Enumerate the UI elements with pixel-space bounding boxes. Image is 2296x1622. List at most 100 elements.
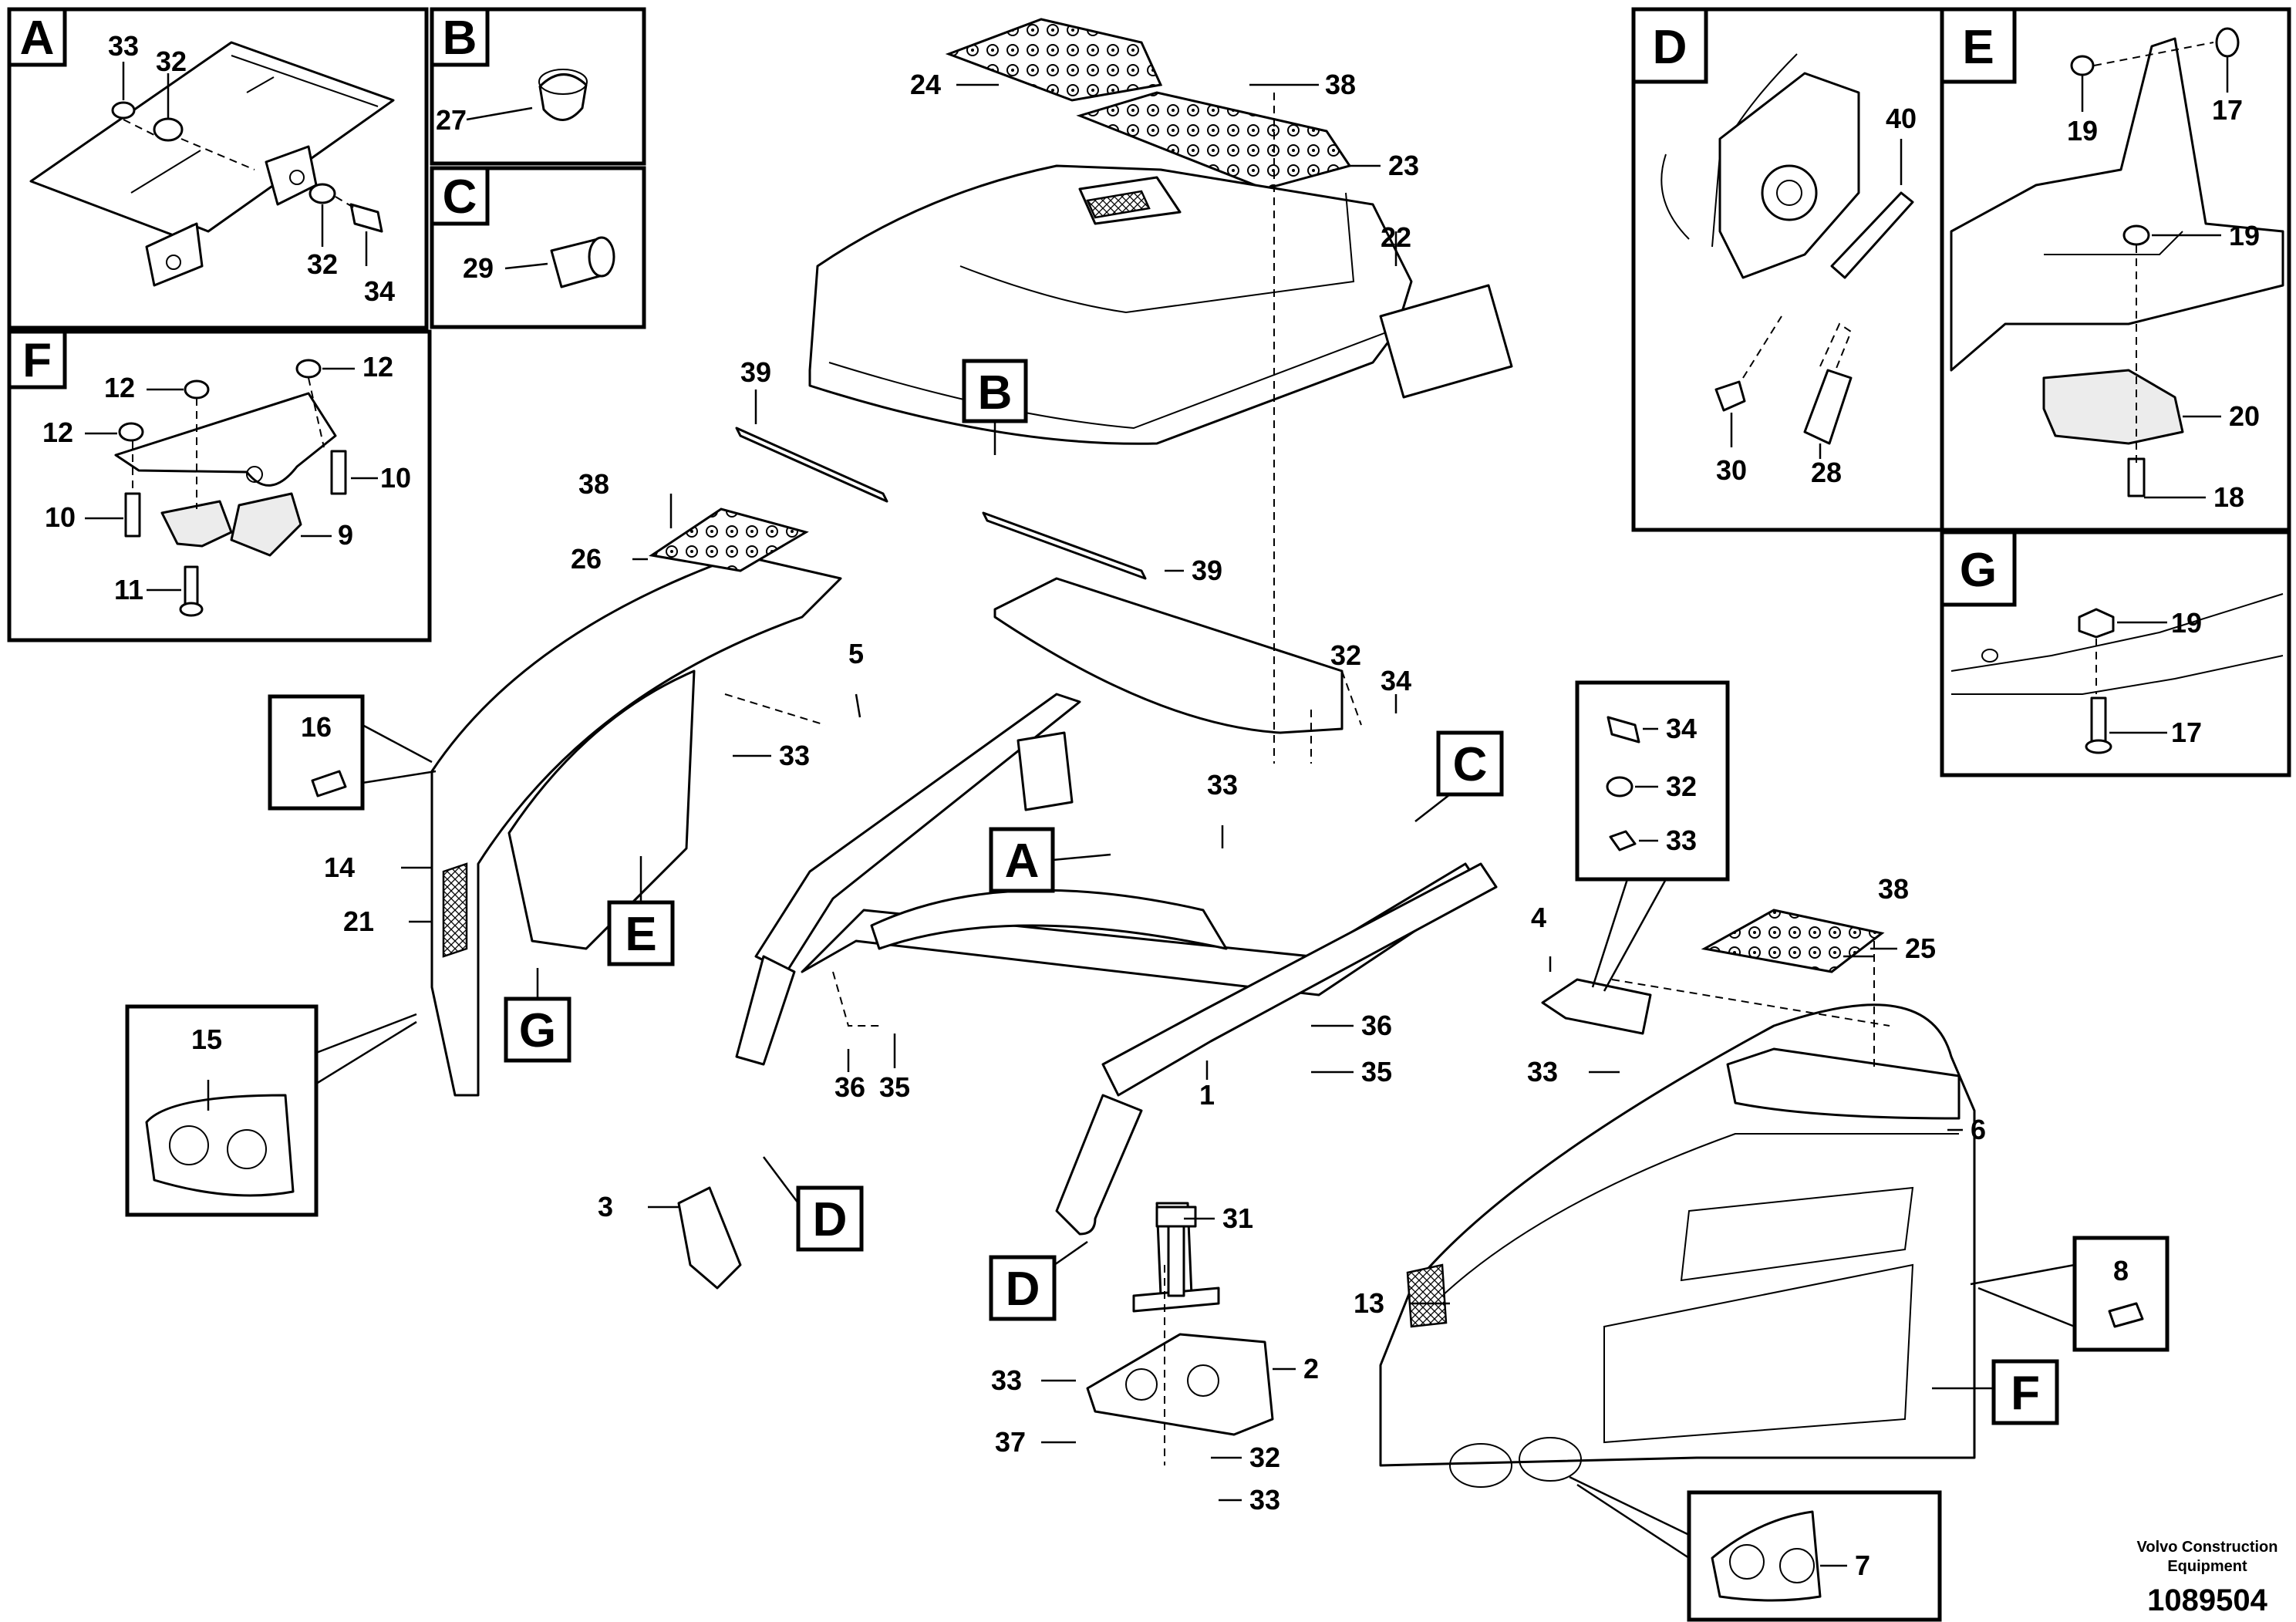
callout-b: B — [962, 359, 1028, 455]
svg-text:39: 39 — [740, 356, 771, 388]
svg-text:33: 33 — [991, 1364, 1022, 1396]
svg-text:33: 33 — [1666, 824, 1697, 856]
detail-a-letter: A — [20, 12, 55, 65]
svg-text:B: B — [978, 366, 1013, 420]
bracket-4 — [1541, 978, 1652, 1035]
vent-front — [1086, 190, 1151, 219]
detail-f-box: F 12 12 12 10 10 9 11 — [7, 329, 432, 642]
svg-text:32: 32 — [156, 46, 187, 77]
svg-text:32: 32 — [307, 248, 338, 280]
svg-text:9: 9 — [338, 519, 353, 551]
svg-text:33: 33 — [779, 740, 810, 771]
main-labels: 24 38 23 22 39 39 38 26 5 33 32 34 33 36… — [324, 69, 1986, 1516]
detail-box-16: 16 — [268, 694, 437, 811]
svg-text:34: 34 — [1666, 713, 1697, 744]
svg-text:21: 21 — [343, 905, 374, 937]
bracket-2 — [1086, 1333, 1274, 1436]
svg-text:29: 29 — [463, 252, 494, 284]
grille-21 — [442, 862, 468, 958]
detail-c-box: C 29 — [430, 166, 646, 329]
callout-d-upper: D — [763, 1156, 864, 1252]
svg-text:38: 38 — [578, 468, 609, 500]
svg-text:19: 19 — [2067, 115, 2098, 147]
svg-text:10: 10 — [45, 501, 76, 533]
svg-text:38: 38 — [1878, 873, 1909, 905]
svg-text:34: 34 — [1381, 665, 1411, 696]
svg-text:12: 12 — [362, 351, 393, 383]
svg-text:17: 17 — [2212, 94, 2243, 126]
svg-text:C: C — [1453, 738, 1488, 791]
svg-text:11: 11 — [114, 574, 143, 605]
left-side-panel — [430, 508, 842, 1097]
svg-text:12: 12 — [104, 372, 135, 403]
svg-text:20: 20 — [2229, 400, 2260, 432]
detail-e-box: E 19 17 19 20 18 — [1940, 7, 2291, 532]
svg-text:23: 23 — [1388, 150, 1419, 181]
svg-text:30: 30 — [1716, 454, 1747, 486]
svg-text:33: 33 — [1527, 1056, 1558, 1088]
callout-a: A — [989, 827, 1111, 893]
svg-text:22: 22 — [1381, 221, 1411, 253]
detail-box-15: 15 — [125, 1004, 417, 1217]
svg-text:F: F — [22, 334, 52, 387]
rubber-stop — [538, 73, 588, 121]
svg-text:4: 4 — [1531, 902, 1546, 933]
svg-text:32: 32 — [1249, 1442, 1280, 1473]
svg-text:28: 28 — [1811, 457, 1842, 488]
right-side-panel — [1379, 909, 1976, 1488]
svg-text:1: 1 — [1199, 1079, 1215, 1111]
svg-text:27: 27 — [436, 104, 467, 136]
callout-g: G — [504, 968, 571, 1063]
detail-box-7: 7 — [1569, 1475, 1942, 1622]
svg-text:10: 10 — [380, 462, 411, 494]
rubber-mount — [2042, 369, 2184, 445]
detail-d-box: D 40 30 28 — [1631, 7, 1944, 532]
hinge-bracket — [1950, 37, 2284, 372]
svg-text:E: E — [625, 908, 656, 961]
svg-text:33: 33 — [1207, 769, 1238, 801]
grille-13 — [1406, 1263, 1448, 1328]
svg-text:A: A — [1005, 835, 1040, 888]
svg-text:35: 35 — [879, 1071, 910, 1103]
callout-e: E — [607, 856, 675, 966]
svg-text:37: 37 — [995, 1426, 1026, 1458]
svg-text:15: 15 — [191, 1023, 222, 1055]
svg-text:C: C — [443, 170, 477, 224]
svg-text:5: 5 — [848, 638, 864, 669]
mesh-panel-24 — [945, 18, 1163, 102]
svg-text:24: 24 — [910, 69, 941, 100]
mesh-panel-23 — [1076, 91, 1352, 191]
svg-text:33: 33 — [1249, 1484, 1280, 1516]
svg-text:38: 38 — [1325, 69, 1356, 100]
credit-line-2: Equipment — [2167, 1558, 2247, 1575]
nut — [2078, 608, 2115, 639]
svg-text:8: 8 — [2113, 1255, 2129, 1286]
svg-text:25: 25 — [1905, 932, 1936, 964]
svg-text:F: F — [2011, 1367, 2040, 1420]
svg-text:B: B — [443, 12, 477, 65]
svg-text:12: 12 — [42, 416, 73, 448]
rubber-mount — [160, 500, 233, 548]
svg-text:34: 34 — [364, 275, 395, 307]
svg-text:2: 2 — [1303, 1353, 1319, 1384]
seal-strip — [735, 427, 888, 503]
callout-c: C — [1414, 730, 1504, 822]
detail-a-box: A 33 32 32 34 — [7, 7, 429, 330]
svg-text:D: D — [813, 1193, 848, 1246]
svg-text:19: 19 — [2229, 220, 2260, 251]
svg-text:32: 32 — [1666, 771, 1697, 802]
svg-text:G: G — [519, 1004, 556, 1057]
svg-text:17: 17 — [2171, 717, 2202, 748]
svg-text:E: E — [1962, 21, 1994, 74]
svg-text:26: 26 — [571, 543, 602, 575]
svg-text:14: 14 — [324, 851, 355, 883]
svg-text:D: D — [1653, 21, 1687, 74]
nut — [1714, 380, 1746, 412]
svg-text:3: 3 — [598, 1191, 613, 1222]
seal-strip — [982, 511, 1147, 580]
detail-box-fasteners: 34 32 33 — [1575, 680, 1730, 992]
svg-text:36: 36 — [1361, 1010, 1392, 1041]
spacer — [1803, 369, 1853, 445]
svg-text:18: 18 — [2213, 481, 2244, 513]
